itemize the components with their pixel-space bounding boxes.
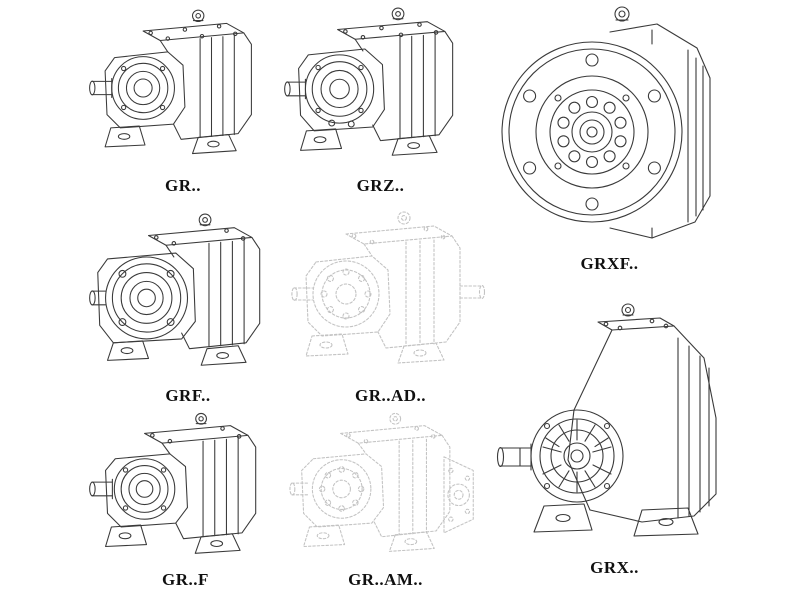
figure-grxf: GRXF.. bbox=[492, 0, 727, 274]
figure-label-grxf: GRXF.. bbox=[580, 254, 639, 273]
figure-grf: GRF.. bbox=[88, 208, 288, 406]
gear-reducer-grxf-drawing bbox=[501, 6, 711, 239]
gear-reducer-gr-drawing bbox=[89, 9, 252, 155]
figure-label-grz: GRZ.. bbox=[356, 176, 405, 195]
figure-label-grf2: GR..F bbox=[162, 570, 209, 589]
gear-reducer-grz-drawing bbox=[284, 7, 454, 156]
figure-label-gram: GR..AM.. bbox=[348, 570, 423, 589]
figure-grad: GR..AD.. bbox=[288, 208, 493, 406]
figure-grx: GRX.. bbox=[492, 298, 737, 578]
figure-gram: GR..AM.. bbox=[288, 408, 483, 590]
figure-label-grf: GRF.. bbox=[165, 386, 211, 405]
figure-label-grx: GRX.. bbox=[590, 558, 639, 577]
gear-reducer-grf2-drawing bbox=[89, 412, 257, 554]
gear-reducer-gram-drawing bbox=[289, 412, 474, 552]
figure-grz: GRZ.. bbox=[283, 2, 478, 196]
gear-reducer-grf-drawing bbox=[89, 213, 261, 366]
figure-grf2: GR..F bbox=[88, 408, 283, 590]
gear-reducer-grx-drawing bbox=[496, 303, 717, 537]
figure-gr: GR.. bbox=[88, 2, 278, 196]
gear-reducer-grad-drawing bbox=[291, 211, 486, 364]
figure-label-gr: GR.. bbox=[165, 176, 201, 195]
figure-label-grad: GR..AD.. bbox=[354, 386, 427, 405]
